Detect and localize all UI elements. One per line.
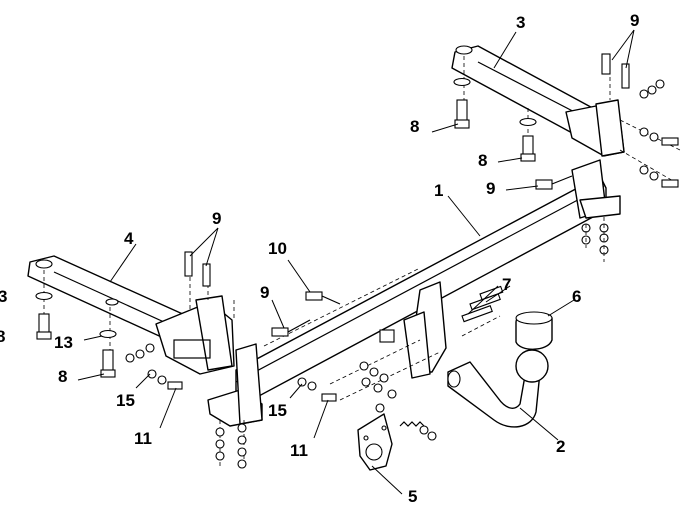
label-part-8-right: 8 [478, 151, 487, 170]
label-part-11-left: 11 [134, 429, 152, 448]
center-mount-bracket [329, 281, 504, 413]
left-crossbar-bracket [207, 343, 263, 468]
right-side-hardware [453, 53, 679, 262]
label-part-7: 7 [502, 275, 511, 294]
label-part-15-center: 15 [268, 401, 287, 420]
label-part-8-right-top: 8 [410, 117, 419, 136]
leader-lines [77, 29, 635, 495]
label-part-10: 10 [268, 239, 287, 258]
label-part-11-center: 11 [290, 441, 308, 460]
label-part-9-right: 9 [486, 179, 495, 198]
tow-ball-neck [447, 349, 549, 428]
label-part-5: 5 [408, 487, 417, 506]
part-labels: 1 2 3 3 4 5 6 7 8 8 8 8 9 9 9 9 10 11 11… [0, 11, 639, 506]
label-part-9-left: 9 [260, 283, 269, 302]
label-part-1: 1 [434, 181, 443, 200]
label-part-15-left: 15 [116, 391, 135, 410]
label-part-13: 13 [54, 333, 73, 352]
label-part-2: 2 [556, 437, 565, 456]
label-part-4: 4 [124, 229, 134, 248]
label-part-9-top: 9 [630, 11, 639, 30]
ball-cap [515, 311, 553, 350]
label-part-6: 6 [572, 287, 581, 306]
left-side-hardware [35, 251, 341, 469]
label-part-8-left-edge: 8 [0, 327, 5, 346]
label-part-8-left: 8 [58, 367, 67, 386]
label-part-3: 3 [516, 13, 525, 32]
socket-plate [357, 413, 437, 471]
label-part-3-left: 3 [0, 287, 7, 306]
left-side-arm [27, 255, 235, 375]
label-part-9-left-top: 9 [212, 209, 221, 228]
right-side-arm [451, 45, 681, 186]
